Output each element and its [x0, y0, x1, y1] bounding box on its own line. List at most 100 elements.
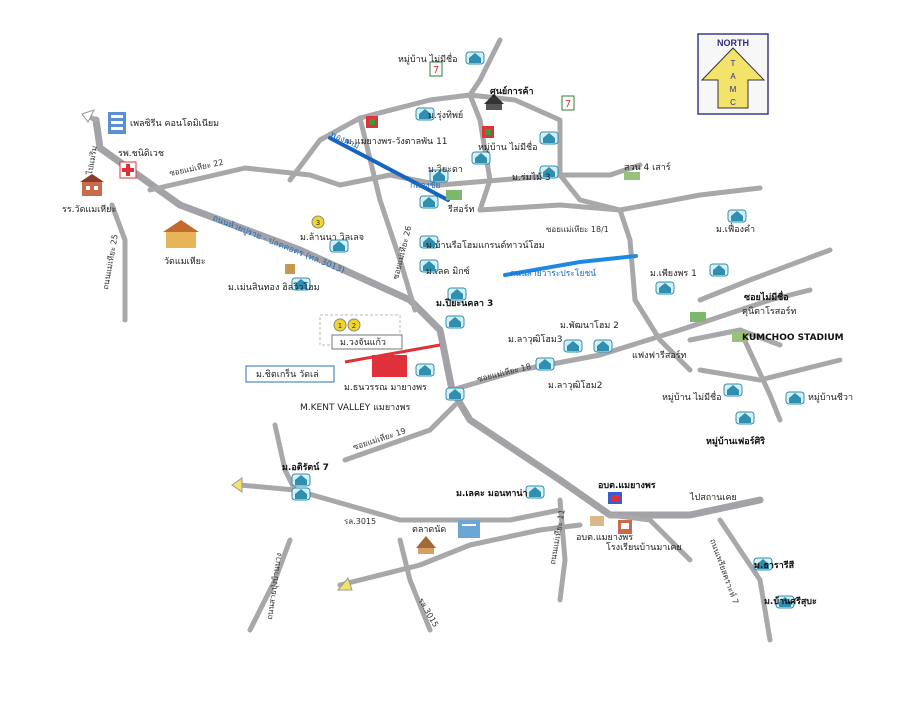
- label-village-phutsiri: หมู่บ้านเฟอร์ศิริ: [706, 435, 765, 447]
- house-poi-icon: [735, 411, 755, 425]
- lower-left-road-3: [337, 522, 583, 588]
- house-poi-icon: [539, 165, 559, 179]
- small-landmark-icon: [285, 264, 295, 274]
- house-poi-icon: [785, 391, 805, 405]
- house-poi-icon: [535, 357, 555, 371]
- label-school: รร.วัดแมเหียะ: [62, 204, 116, 215]
- road-to-stadium: [617, 185, 763, 213]
- compass-letter-3: M: [730, 85, 737, 94]
- house-poi-icon: [727, 209, 747, 223]
- soi-22-road: [147, 165, 343, 193]
- marker-1-label: 1: [338, 322, 342, 330]
- label-cluster-fire: กลองชัย: [410, 181, 440, 191]
- label-m-romthai3: ม.ร่มไม้ 3: [512, 172, 551, 183]
- resort-icon: [690, 312, 706, 322]
- house-poi-icon: [775, 595, 795, 609]
- arrow-down-left-icon: [336, 576, 353, 591]
- market-icon: [484, 94, 504, 110]
- label-m-pracha1: ม.เพียงพร 1: [650, 268, 697, 279]
- label-m-lakeview3: ม.ลาวุฒิโฮม3: [508, 334, 563, 345]
- house-poi-icon: [655, 281, 675, 295]
- label-m-wiyada: ม.วิยะดา: [428, 164, 463, 175]
- house-poi-icon: [429, 169, 449, 183]
- marker-3-label: 3: [316, 219, 320, 227]
- label-village-mai-suea: หมู่บ้าน ไม่มีชื่อ: [398, 52, 458, 65]
- house-poi-icon: [525, 485, 545, 499]
- label-soi18: ซอยแม่เหียะ 18: [476, 362, 532, 384]
- top-road-5: [467, 37, 503, 98]
- soi-18-road: [449, 287, 813, 393]
- label-pongtam: พองตาม: [329, 130, 361, 152]
- svg-text:7: 7: [565, 99, 571, 110]
- house-poi-icon: [445, 315, 465, 329]
- house-poi-icon: [415, 363, 435, 377]
- north-arrow-icon: [700, 47, 766, 109]
- label-m-lakemind: ม.เลค มิกซ์: [426, 265, 470, 277]
- label-road-to: ไปแม่ริม: [85, 145, 99, 176]
- north-compass: NORTH T A M C: [697, 33, 769, 115]
- label-to-road: ไปสถานเคย: [689, 492, 737, 503]
- marker-dot-icon: 2: [347, 318, 361, 332]
- label-school2: โรงเรียนบ้านมาเคย: [606, 542, 682, 553]
- label-market2: ตลาดนัด: [412, 525, 446, 535]
- house-poi-icon: [753, 557, 773, 571]
- building-blue-icon: [458, 520, 480, 538]
- temple-icon: [163, 220, 199, 248]
- label-soi18-1: ซอยแม่เหียะ 18/1: [546, 225, 609, 234]
- label-road-kasorn: ถนนสายปุ่งบ้านบาง: [265, 552, 283, 620]
- label-r3015a: รล.3015: [344, 517, 376, 526]
- label-m-lanna: ม.ล้านนา วิลเลจ: [300, 232, 364, 243]
- label-m-banthai: ม.บ้านศรีสุบะ: [764, 596, 817, 607]
- label-box-chiang: [245, 365, 335, 383]
- label-hospital: รพ.ชนิดิเวช: [118, 148, 164, 159]
- compass-letter-1: T: [731, 59, 736, 68]
- house-poi-icon: [329, 239, 349, 253]
- house-poi-icon: [447, 287, 467, 301]
- label-village-chiva: หมู่บ้านชีวา: [808, 392, 853, 403]
- label-resort2: แฟงฟารีสอร์ท: [632, 349, 687, 361]
- lower-left-road-5: [397, 537, 433, 633]
- label-village-mai-suea-2: หมู่บ้าน ไม่มีชื่อ: [478, 140, 538, 153]
- label-m-lakeamphon: ม.เลคะ มอนทาน่า: [456, 488, 528, 499]
- label-m-rungthip: ม.รุ่งทิพย์: [428, 109, 463, 121]
- house-poi-icon: [419, 235, 439, 249]
- red-shop-icon: [366, 116, 378, 128]
- house-poi-icon: [419, 195, 439, 209]
- edge-arrows: [81, 109, 353, 591]
- house-poi-icon: [419, 259, 439, 273]
- seven-eleven-icon: 7: [561, 95, 575, 111]
- right-diag-1: [697, 247, 833, 303]
- marker-dot-icon: 3: [311, 215, 325, 229]
- svg-text:7: 7: [433, 65, 439, 76]
- label-district-small: อบต.แมยางพร: [576, 533, 633, 543]
- district-small-icon: [590, 516, 604, 526]
- highlighted-routes: [328, 136, 638, 364]
- blue-route-right: [503, 254, 638, 277]
- label-m-piyanakhan: ม.ปิยะนคลา 3: [436, 298, 493, 309]
- house-poi-icon: [291, 277, 311, 291]
- soi-18-1-road: [477, 202, 693, 373]
- top-road-6: [557, 162, 643, 178]
- label-m-chonsawan: ม.ธนวรรณ มายางพร: [344, 383, 427, 393]
- label-box-wong: [331, 334, 403, 350]
- label-kumchoo-stadium: KUMCHOO STADIUM: [742, 333, 844, 343]
- blue-route-top: [328, 136, 450, 202]
- road-left-vertical: [109, 202, 128, 323]
- resort-icon: [446, 190, 462, 200]
- landmarks: 7 7 3 1 2: [80, 61, 748, 554]
- arrow-up-left-icon: [81, 109, 95, 123]
- top-road-4: [467, 92, 493, 213]
- lower-left-road-1: [237, 482, 563, 523]
- hospital-icon: [119, 161, 137, 179]
- label-district-office: อบต.แมยางพร: [598, 481, 656, 491]
- label-m-bangkok: ม.บ้านรือโฮมแกรนด์ทาวน์โฮม: [426, 239, 545, 251]
- marker-2-label: 2: [352, 322, 356, 330]
- house-poi-icon: [539, 131, 559, 145]
- label-market: ศูนย์การค้า: [490, 85, 534, 97]
- arrow-left-icon: [231, 477, 243, 493]
- compass-letter-4: C: [730, 98, 736, 107]
- label-m-chiangrai: ม.ชิตเกร็น วัดเล่: [256, 367, 319, 380]
- label-m-atibodi: ม.อติรัตน์ 7: [282, 461, 329, 473]
- label-m-wong: ม.วงจันแก้ว: [340, 337, 386, 348]
